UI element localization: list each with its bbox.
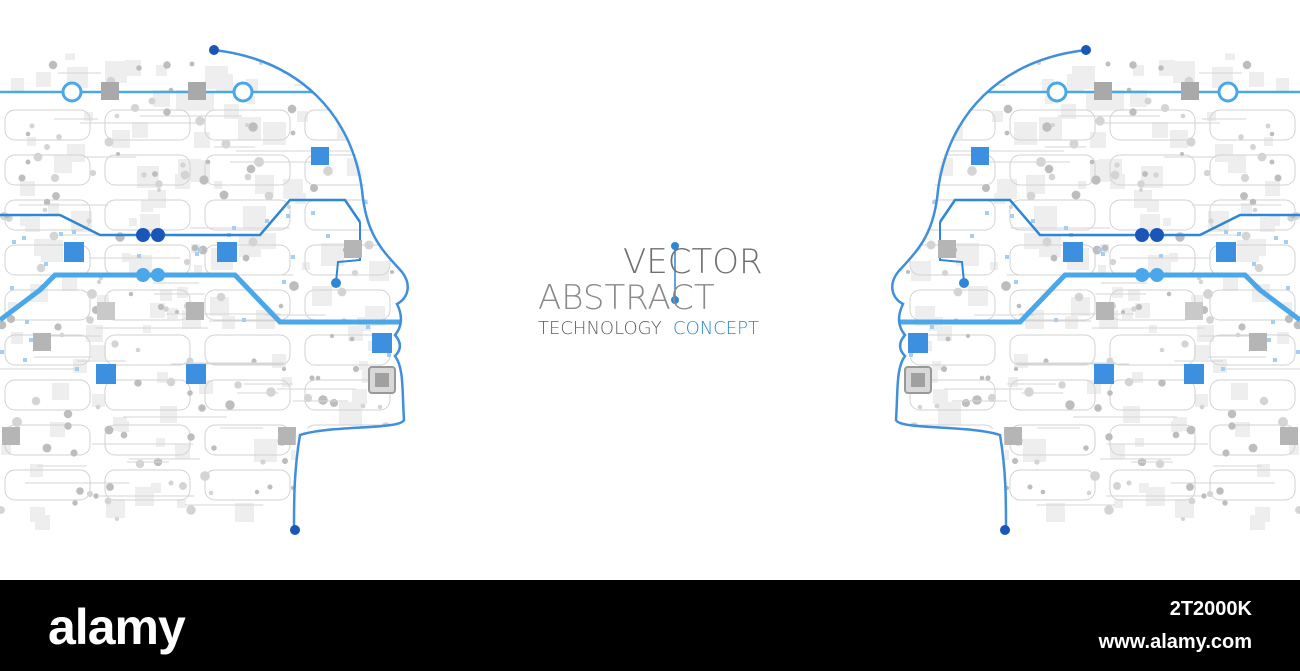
watermark-meta: 2T2000K www.alamy.com (1099, 598, 1252, 654)
title-technology: TECHNOLOGY (538, 318, 662, 339)
watermark-url: www.alamy.com (1098, 631, 1252, 653)
circuit-heads-illustration (0, 0, 1300, 580)
title-block: VECTOR ABSTRACT TECHNOLOGY CONCEPT (520, 236, 780, 346)
left-head-circuit-icon (0, 40, 420, 540)
alamy-logo: alamy (48, 599, 186, 655)
right-head-circuit-icon (880, 40, 1300, 540)
watermark-bar: alamy 2T2000K www.alamy.com (0, 580, 1300, 671)
image-id: 2T2000K (1169, 598, 1252, 620)
title-vector: VECTOR (623, 242, 763, 282)
title-abstract: ABSTRACT (538, 278, 715, 318)
title-concept: CONCEPT (673, 318, 759, 339)
artwork: VECTOR ABSTRACT TECHNOLOGY CONCEPT (0, 0, 1300, 580)
